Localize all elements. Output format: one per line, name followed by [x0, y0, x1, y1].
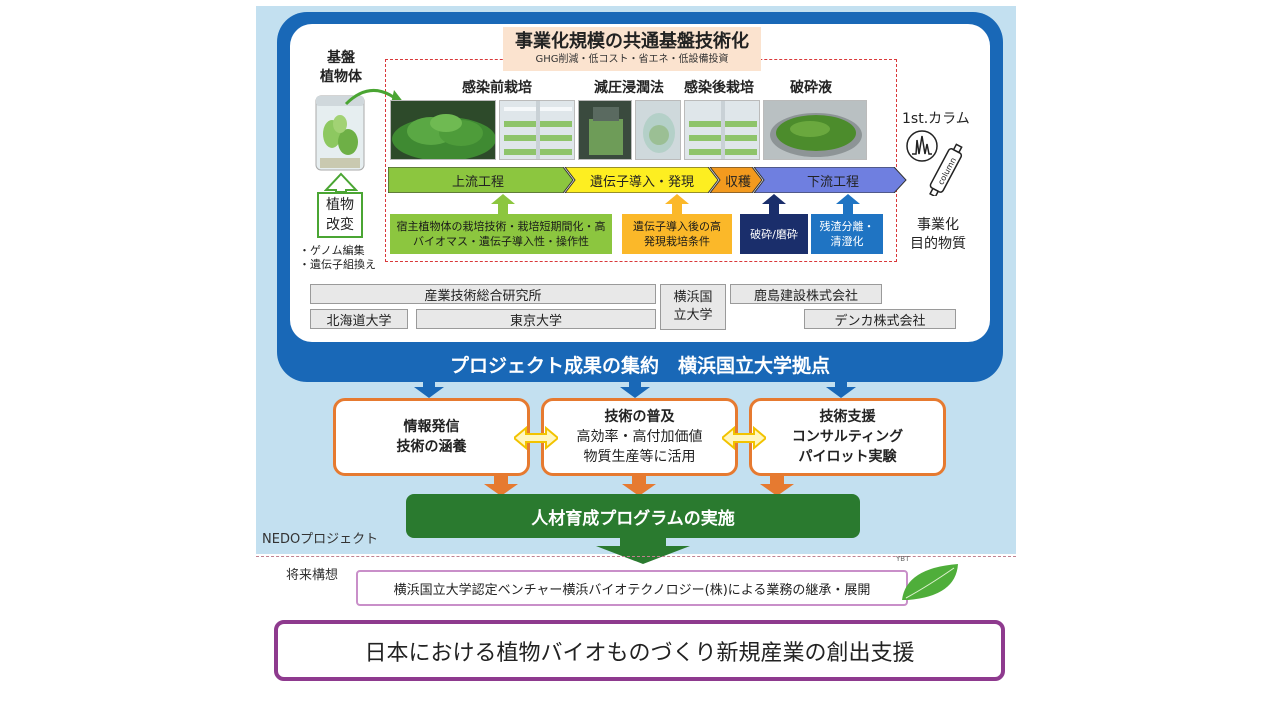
- harvest-segment: [709, 167, 763, 193]
- outcome-support-box: 技術支援 コンサルティング パイロット実験: [749, 398, 946, 476]
- org-tokyo: 東京大学: [416, 309, 656, 329]
- blue-down-arrow-icon-2: [620, 380, 650, 398]
- harvest-label: 収穫: [724, 174, 751, 190]
- up-arrow-icon: [324, 172, 358, 192]
- target-product-label: 事業化 目的物質: [910, 217, 966, 252]
- downstream-label: 下流工程: [806, 174, 859, 190]
- host-plant-tech-box: 宿主植物体の栽培技術・栽培短期間化・高バイオマス・遺伝子導入性・操作性: [390, 214, 612, 254]
- crushing-box: 破砕/磨砕: [740, 214, 808, 254]
- pre-cultivation-photo: [390, 100, 496, 160]
- green-down-arrow-icon: [596, 538, 690, 564]
- outcome-dissemination-box: 技術の普及 高効率・高付加価値 物質生産等に活用: [541, 398, 738, 476]
- training-program-banner: 人材育成プログラムの実施: [406, 494, 860, 538]
- ynu-hub-caption: プロジェクト成果の集約 横浜国立大学拠点: [449, 354, 830, 377]
- org-aist: 産業技術総合研究所: [310, 284, 656, 304]
- future-vision-label: 将来構想: [286, 568, 339, 583]
- first-column-label: 1st.カラム: [902, 111, 970, 127]
- ybt-logo-text: YBT: [896, 555, 910, 563]
- double-arrow-icon-1: [514, 426, 558, 450]
- modification-methods: ・ゲノム編集 ・遺伝子組換え: [299, 244, 376, 271]
- title-sub: GHG削減・低コスト・省エネ・低設備投資: [535, 54, 729, 65]
- org-ynu: 横浜国 立大学: [660, 284, 726, 330]
- base-plant-label: 基盤 植物体: [320, 50, 362, 85]
- cultivation-rack-photo-2: [684, 100, 760, 160]
- goal-box: 日本における植物バイオものづくり新規産業の創出支援: [274, 620, 1005, 681]
- stage-pre-infection: 感染前栽培: [462, 80, 532, 96]
- gene-segment: [564, 167, 719, 193]
- org-denka: デンカ株式会社: [804, 309, 956, 329]
- outcome-info-box: 情報発信 技術の涵養: [333, 398, 530, 476]
- double-arrow-icon-2: [722, 426, 766, 450]
- gene-label: 遺伝子導入・発現: [589, 174, 694, 190]
- orange-up-arrow-icon: [665, 194, 689, 214]
- residue-separation-box: 残渣分離・清澄化: [811, 214, 883, 254]
- navy-up-arrow-icon: [762, 194, 786, 214]
- orange-down-arrow-icon-2: [622, 476, 656, 496]
- venture-succession-box: 横浜国立大学認定ベンチャー横浜バイオテクノロジー(株)による業務の継承・展開: [356, 570, 908, 606]
- downstream-segment: [753, 167, 907, 193]
- vacuum-chamber-photo: [578, 100, 632, 160]
- green-up-arrow-icon: [491, 194, 515, 214]
- leaf-logo-icon: [902, 564, 958, 600]
- infiltration-jar-photo: [635, 100, 681, 160]
- cultivation-rack-photo-1: [499, 100, 575, 160]
- stage-post-infection: 感染後栽培: [684, 80, 754, 96]
- stage-crushed-liquid: 破砕液: [790, 80, 832, 96]
- orange-down-arrow-icon-3: [760, 476, 794, 496]
- org-hokkaido: 北海道大学: [310, 309, 408, 329]
- crushed-liquid-photo: [763, 100, 867, 160]
- title-box: 事業化規模の共通基盤技術化 GHG削減・低コスト・省エネ・低設備投資: [503, 27, 761, 71]
- upstream-segment: [388, 167, 574, 193]
- process-flow-bar: [388, 167, 907, 193]
- blue-up-arrow-icon: [836, 194, 860, 214]
- future-divider: [256, 556, 1016, 557]
- blue-down-arrow-icon-3: [826, 380, 856, 398]
- blue-down-arrow-icon-1: [414, 380, 444, 398]
- title-main: 事業化規模の共通基盤技術化: [515, 31, 749, 52]
- upstream-label: 上流工程: [451, 174, 504, 190]
- expression-condition-box: 遺伝子導入後の高発現栽培条件: [622, 214, 732, 254]
- stage-vacuum-infiltration: 減圧浸潤法: [594, 80, 664, 96]
- org-kajima: 鹿島建設株式会社: [730, 284, 882, 304]
- nedo-project-label: NEDOプロジェクト: [262, 532, 379, 547]
- orange-down-arrow-icon-1: [484, 476, 518, 496]
- column-icon: column: [906, 130, 963, 196]
- plant-modification-box: 植物 改変: [317, 192, 363, 238]
